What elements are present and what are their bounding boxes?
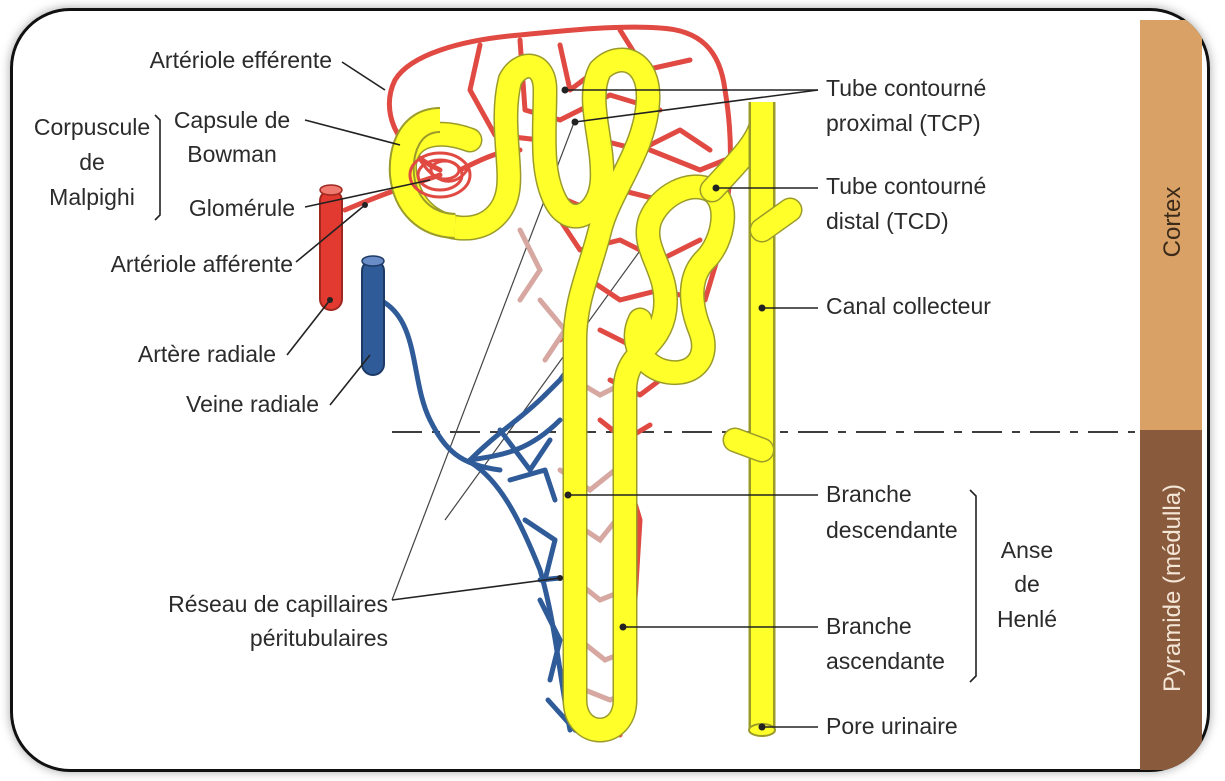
label-branche-desc-2: descendante	[826, 517, 958, 543]
label-branche-desc-1: Branche	[826, 481, 912, 507]
label-tcd-1: Tube contourné	[826, 173, 986, 199]
label-glomerule: Glomérule	[189, 195, 295, 221]
figure-card: Cortex Pyramide (médulla)	[10, 8, 1210, 772]
nephron-diagram: Cortex Pyramide (médulla)	[10, 8, 1210, 772]
label-pore-urinaire: Pore urinaire	[826, 713, 958, 739]
label-anse-3: Henlé	[997, 606, 1057, 632]
label-tcp-2: proximal (TCP)	[826, 110, 981, 136]
label-reseau-1: Réseau de capillaires	[168, 591, 388, 617]
label-branche-asc-1: Branche	[826, 613, 912, 639]
label-capsule-1: Capsule de	[174, 107, 290, 133]
zone-bar: Cortex Pyramide (médulla)	[1140, 20, 1202, 770]
label-anse-1: Anse	[1001, 537, 1053, 563]
label-anse-2: de	[1014, 571, 1040, 597]
label-branche-asc-2: ascendante	[826, 648, 945, 674]
label-corpuscule-1: Corpuscule	[34, 114, 150, 140]
label-canal-collecteur: Canal collecteur	[826, 293, 991, 319]
label-capsule-2: Bowman	[187, 141, 276, 167]
radial-vein	[362, 256, 384, 375]
label-veine-radiale: Veine radiale	[186, 391, 319, 417]
label-tcd-2: distal (TCD)	[826, 208, 949, 234]
label-reseau-2: péritubulaires	[250, 625, 388, 651]
label-corpuscule-2: de	[79, 149, 105, 175]
label-artere-radiale: Artère radiale	[138, 341, 276, 367]
label-corpuscule-3: Malpighi	[49, 184, 135, 210]
label-tcp-1: Tube contourné	[826, 75, 986, 101]
label-arteriole-afferente: Artériole afférente	[111, 251, 293, 277]
label-arteriole-efferente: Artériole efférente	[150, 47, 332, 73]
pyramide-label: Pyramide (médulla)	[1159, 484, 1186, 692]
cortex-label: Cortex	[1159, 187, 1186, 258]
